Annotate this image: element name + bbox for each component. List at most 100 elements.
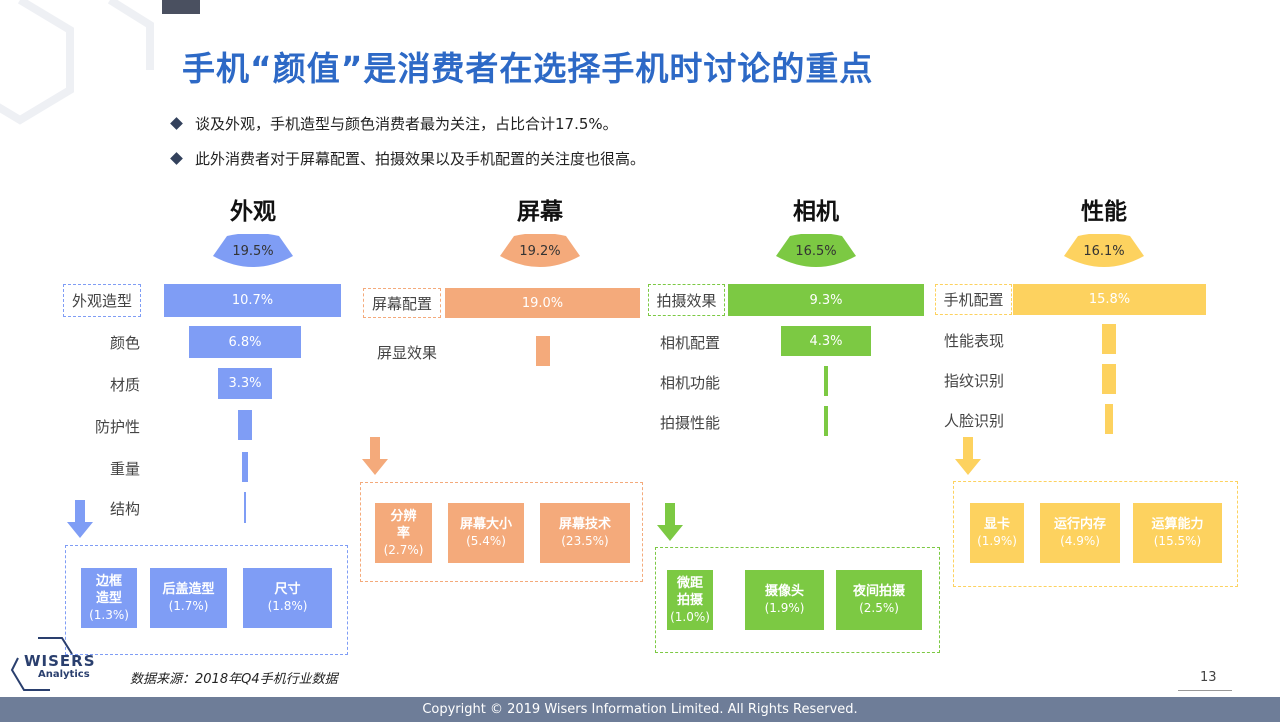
wisers-logo-icon [10,637,73,691]
bar: 10.7% [164,284,341,317]
row-label: 相机功能 [659,374,720,392]
bar [824,406,828,436]
row-label: 屏显效果 [376,344,437,362]
sub-topic-name: 边框 [95,573,122,589]
down-arrow-head-icon [955,459,981,475]
logo-subtitle: Analytics [38,669,90,680]
bar [1104,404,1114,434]
sub-topic-name: 分辨 [390,508,417,524]
sub-topic-name: 摄像头 [764,584,804,599]
down-arrow-head-icon [657,525,683,541]
page-number-underline [1178,690,1232,691]
row-label-box: 手机配置 [935,284,1012,315]
sub-topic-box [655,547,940,653]
sub-topic-item: 屏幕大小 (5.4%) [448,503,524,563]
funnel-total-shape [776,234,856,267]
sub-topic-item: 显卡(1.9%) [970,503,1024,563]
data-source: 数据来源：2018年Q4手机行业数据 [130,672,338,687]
sub-topic-percent: (15.5%) [1153,534,1202,548]
top-accent-bar [162,0,200,14]
sub-topic-item: 摄像头 (1.9%) [745,570,824,630]
diamond-bullet-icon [170,117,183,130]
sub-topic-name: 后盖造型 [162,582,215,597]
logo-name: WISERS [24,652,96,670]
bar: 19.0% [445,288,640,318]
down-arrow-icon [370,437,380,461]
funnel-total-shape [213,234,293,267]
bar: 15.8% [1013,284,1206,315]
panel-title: 屏幕 [517,199,563,225]
sub-topic-name: 拍摄 [676,592,703,608]
down-arrow-icon [963,437,973,461]
sub-topic-name: 运算能力 [1151,517,1204,532]
copyright-footer: Copyright © 2019 Wisers Information Limi… [0,697,1280,722]
row-label: 防护性 [94,418,140,436]
sub-topic-box [65,545,348,655]
page-number: 13 [1200,670,1217,685]
bullet-2: 此外消费者对于屏幕配置、拍摄效果以及手机配置的关注度也很高。 [170,148,646,169]
bullet-text: 谈及外观，手机造型与颜色消费者最为关注，占比合计17.5%。 [195,115,618,133]
bar: 9.3% [728,284,924,316]
row-label: 材质 [109,376,140,394]
sub-topic-name: 造型 [95,590,122,606]
bar: 6.8% [188,326,302,358]
funnel-total-value: 19.2% [519,244,561,259]
row-label: 相机配置 [659,334,720,352]
sub-topic-name: 夜间拍摄 [852,584,905,599]
bar [238,410,252,440]
bar [242,452,248,482]
sub-topic-box [953,481,1238,587]
sub-topic-item: 运行内存(4.9%) [1040,503,1120,563]
row-label-box: 屏幕配置 [363,288,441,318]
sub-topic-box [360,482,643,582]
bullet-text: 此外消费者对于屏幕配置、拍摄效果以及手机配置的关注度也很高。 [195,150,646,168]
row-label: 颜色 [109,334,140,352]
bar: 4.3% [780,326,872,356]
page-title: 手机“颜值”是消费者在选择手机时讨论的重点 [182,49,874,88]
row-label: 人脸识别 [943,412,1004,430]
row-label: 性能表现 [943,332,1004,350]
row-label-box: 拍摄效果 [648,284,725,316]
funnel-total-value: 16.1% [1083,244,1125,259]
bar [823,366,829,396]
down-arrow-icon [75,500,85,524]
bar [243,492,247,523]
row-label: 重量 [109,460,140,478]
bar [535,336,551,366]
funnel-total-value: 16.5% [795,244,837,259]
down-arrow-icon [665,503,675,527]
sub-topic-percent: (1.9%) [977,534,1017,548]
sub-topic-name: 屏幕技术 [558,517,611,532]
panel-title: 性能 [1081,199,1127,225]
sub-topic-percent: (1.8%) [267,599,308,613]
sub-topic-name: 率 [396,525,410,541]
row-label: 拍摄性能 [659,414,720,432]
row-label-box: 外观造型 [63,284,141,317]
down-arrow-head-icon [362,459,388,475]
sub-topic-item: 后盖造型 (1.7%) [150,568,227,628]
diamond-bullet-icon [170,152,183,165]
sub-topic-item: 尺寸 (1.8%) [243,568,332,628]
sub-topic-percent: (1.7%) [168,599,209,613]
sub-topic-item: 微距拍摄(1.0%) [667,570,713,630]
bullet-1: 谈及外观，手机造型与颜色消费者最为关注，占比合计17.5%。 [170,113,618,134]
sub-topic-item: 夜间拍摄 (2.5%) [836,570,922,630]
sub-topic-item: 屏幕技术 (23.5%) [540,503,630,563]
sub-topic-percent: (23.5%) [561,534,609,548]
panel-title: 外观 [230,199,276,225]
sub-topic-name: 屏幕大小 [459,517,512,532]
sub-topic-item: 边框造型(1.3%) [81,568,137,628]
sub-topic-name: 微距 [676,575,703,591]
bar [1101,324,1117,354]
hexagon-decoration [0,0,154,125]
sub-topic-percent: (1.9%) [764,601,805,615]
down-arrow-head-icon [67,522,93,538]
sub-topic-percent: (1.3%) [89,607,129,622]
funnel-total-shape [1064,234,1144,267]
sub-topic-name: 尺寸 [274,582,301,597]
sub-topic-percent: (2.5%) [859,601,899,615]
sub-topic-percent: (5.4%) [466,534,506,548]
sub-topic-percent: (4.9%) [1060,534,1100,548]
sub-topic-item: 运算能力 (15.5%) [1133,503,1222,563]
bar [1101,364,1117,394]
